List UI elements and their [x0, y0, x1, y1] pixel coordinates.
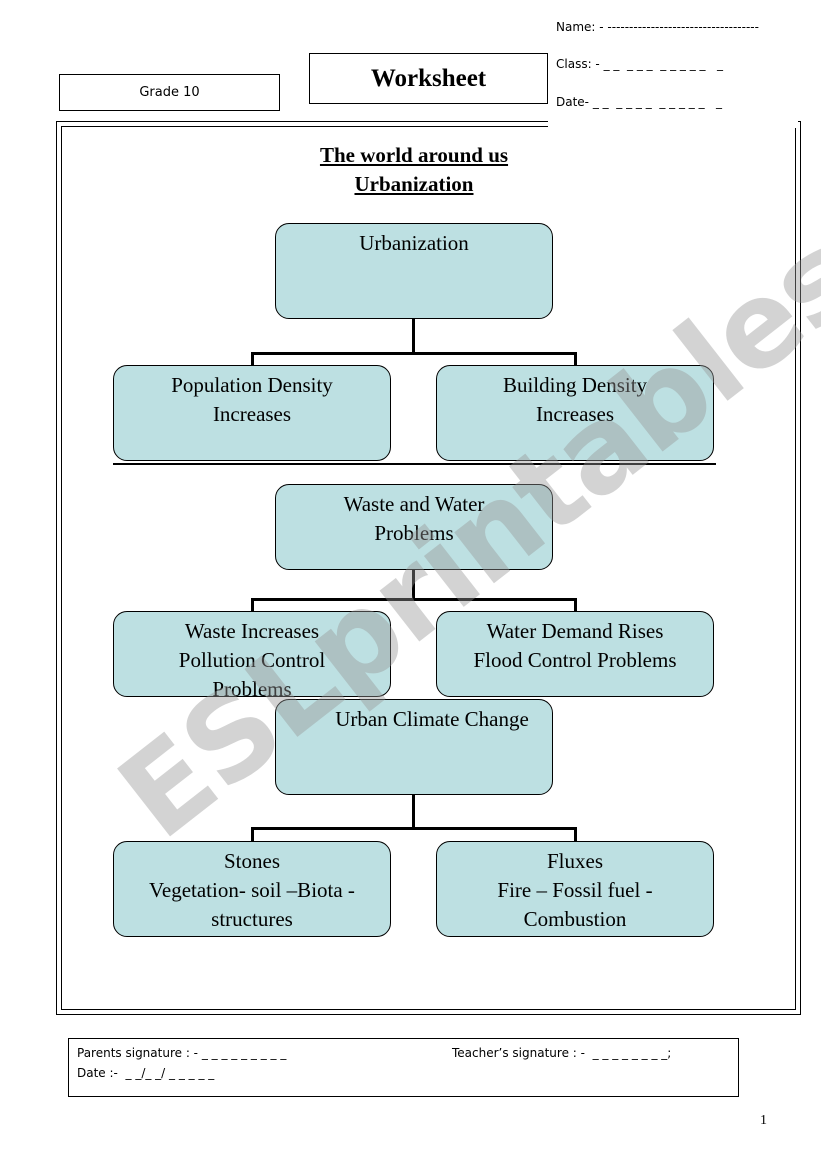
connector: [574, 827, 577, 842]
connector: [574, 352, 577, 366]
connector: [251, 598, 254, 612]
heading-world-around-us: The world around us: [319, 143, 509, 167]
grade-label: Grade 10: [59, 74, 280, 111]
section-divider: [113, 463, 716, 465]
connector: [251, 827, 577, 830]
class-field: Class: - _ _ _ _ _ _ _ _ _ _ _: [556, 57, 723, 71]
connector: [412, 319, 415, 353]
connector: [412, 794, 415, 829]
connector: [251, 352, 254, 366]
content-frame-outer: [56, 121, 801, 1015]
node-water-demand: Water Demand Rises Flood Control Problem…: [436, 611, 714, 697]
name-field: Name: - --------------------------------…: [556, 20, 759, 34]
parents-signature-field: Parents signature : - _ _ _ _ _ _ _ _ _: [77, 1046, 287, 1060]
node-waste-increases: Waste Increases Pollution Control Proble…: [113, 611, 391, 697]
heading-urbanization: Urbanization: [354, 172, 474, 196]
teachers-signature-field: Teacher’s signature : - _ _ _ _ _ _ _ _;: [452, 1046, 672, 1060]
node-waste-water: Waste and Water Problems: [275, 484, 553, 570]
page-number: 1: [760, 1113, 767, 1128]
connector: [412, 569, 415, 600]
date-signature-field: Date :- _ _/_ _/ _ _ _ _ _: [77, 1066, 215, 1080]
connector: [251, 827, 254, 842]
signature-box: Parents signature : - _ _ _ _ _ _ _ _ _ …: [68, 1038, 739, 1097]
worksheet-title: Worksheet: [309, 53, 548, 104]
node-population-density: Population Density Increases: [113, 365, 391, 461]
date-field: Date- _ _ _ _ _ _ _ _ _ _ _ _: [556, 95, 723, 109]
connector: [574, 598, 577, 612]
node-urban-climate: Urban Climate Change: [275, 699, 553, 795]
node-urbanization: Urbanization: [275, 223, 553, 319]
node-building-density: Building Density Increases: [436, 365, 714, 461]
node-fluxes: Fluxes Fire – Fossil fuel - Combustion: [436, 841, 714, 937]
connector: [251, 352, 577, 355]
frame-gap: [548, 110, 798, 128]
content-frame-inner: [61, 126, 796, 1010]
connector: [251, 598, 577, 601]
node-stones: Stones Vegetation- soil –Biota - structu…: [113, 841, 391, 937]
